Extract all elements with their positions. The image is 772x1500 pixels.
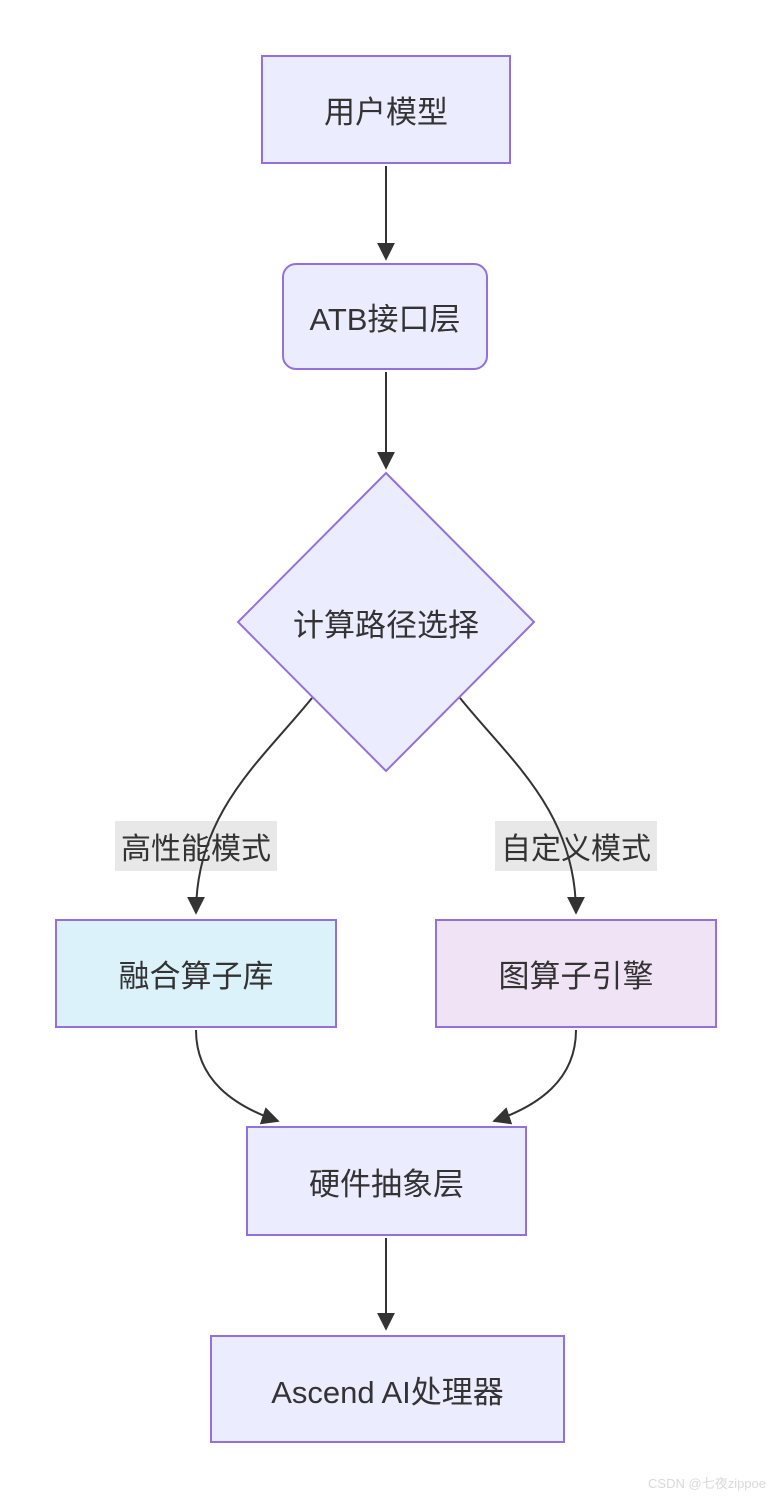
node-graph-operator-engine-label: 图算子引擎	[498, 959, 654, 994]
edge-label-high-performance-mode: 高性能模式	[115, 821, 277, 871]
node-graph-operator-engine: 图算子引擎	[435, 919, 717, 1028]
edge-graph-to-hal	[492, 1029, 577, 1125]
decision-diamond-shape	[236, 471, 536, 773]
node-hardware-abstraction-layer-label: 硬件抽象层	[309, 1166, 464, 1202]
edge-label-high-performance-mode-text: 高性能模式	[121, 833, 271, 866]
node-ascend-ai-processor: Ascend AI处理器	[210, 1335, 565, 1443]
edge-fused-to-hal	[195, 1029, 280, 1125]
node-user-model: 用户模型	[261, 55, 511, 164]
edge-label-custom-mode-text: 自定义模式	[501, 833, 651, 866]
node-fused-operator-library: 融合算子库	[55, 919, 337, 1028]
node-ascend-ai-processor-label: Ascend AI处理器	[271, 1374, 504, 1410]
node-atb-interface-layer: ATB接口层	[282, 263, 488, 370]
edge-label-custom-mode: 自定义模式	[495, 821, 657, 871]
edge-decision-to-graph	[459, 697, 585, 915]
node-path-decision: 计算路径选择	[236, 598, 536, 646]
edge-decision-to-fused	[187, 697, 313, 915]
csdn-watermark: CSDN @七夜zippoe	[648, 1476, 766, 1491]
node-user-model-label: 用户模型	[324, 95, 448, 130]
node-hardware-abstraction-layer: 硬件抽象层	[246, 1126, 527, 1236]
node-path-decision-label: 计算路径选择	[293, 607, 479, 643]
node-atb-interface-layer-label: ATB接口层	[309, 302, 461, 337]
node-fused-operator-library-label: 融合算子库	[118, 959, 274, 994]
